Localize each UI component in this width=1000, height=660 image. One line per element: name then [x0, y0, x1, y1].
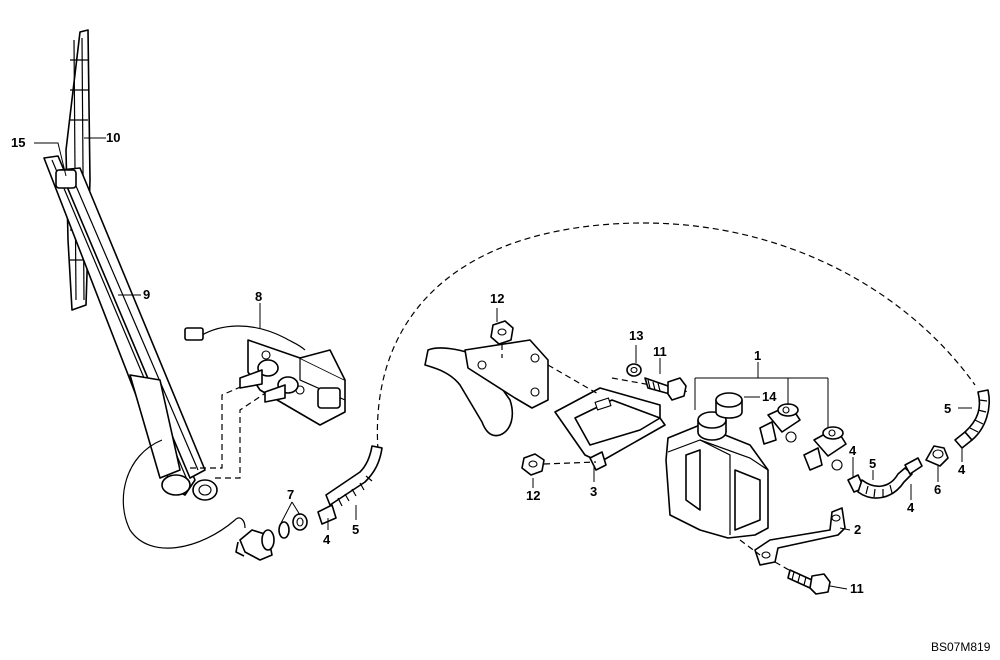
washer-nozzle: [235, 513, 308, 561]
callout-3: 3: [590, 484, 597, 499]
nut-upper: [490, 320, 514, 345]
hose-right-middle: [847, 457, 923, 499]
bottom-strap: [754, 507, 846, 566]
tank-bracket: [554, 387, 666, 471]
bracket-dashed: [547, 364, 691, 396]
callout-4-mid: 4: [849, 443, 857, 458]
callout-10: 10: [106, 130, 120, 145]
hose-left: [317, 445, 383, 525]
callout-12-upper: 12: [490, 291, 504, 306]
callout-2: 2: [854, 522, 861, 537]
callout-5-right-upper: 5: [944, 401, 951, 416]
callout-7: 7: [287, 487, 294, 502]
washer-pump-2: [803, 426, 847, 471]
arm-to-motor-dashed: [190, 384, 271, 479]
leader-lines: [34, 137, 972, 590]
callout-14: 14: [762, 389, 777, 404]
wiper-wire: [122, 439, 246, 549]
mounting-plate: [424, 339, 549, 437]
callout-6: 6: [934, 482, 941, 497]
callout-4-left: 4: [323, 532, 331, 547]
wiper-arm: [43, 155, 218, 501]
callout-11-upper: 11: [653, 344, 667, 359]
bolt-upper: [644, 377, 687, 401]
nut-lower: [521, 453, 545, 476]
callout-5-left: 5: [352, 522, 359, 537]
nut-lower-dashed: [543, 461, 597, 465]
washer: [626, 363, 642, 377]
callout-11-lower: 11: [850, 581, 864, 596]
connector-6: [925, 445, 949, 467]
wiper-motor: [184, 325, 346, 426]
callout-13: 13: [629, 328, 643, 343]
callout-4-right-a: 4: [907, 500, 915, 515]
hose-right-upper: [954, 389, 990, 449]
callout-8: 8: [255, 289, 262, 304]
callout-1: 1: [754, 348, 761, 363]
washer-pump-1: [759, 403, 801, 445]
callout-9: 9: [143, 287, 150, 302]
bolt-lower: [787, 569, 831, 595]
washer-reservoir: [665, 411, 769, 539]
callout-4-right-b: 4: [958, 462, 966, 477]
callout-15: 15: [11, 135, 25, 150]
callout-labels: 15 10 9 8 7 4 5 12 12 3 13 11 1 14 5 4 5…: [11, 130, 966, 596]
drawing-code: BS07M819: [931, 640, 991, 654]
callout-12-lower: 12: [526, 488, 540, 503]
hose-route-dashed: [376, 222, 976, 451]
callout-5-mid: 5: [869, 456, 876, 471]
reservoir-cap: [715, 392, 743, 419]
